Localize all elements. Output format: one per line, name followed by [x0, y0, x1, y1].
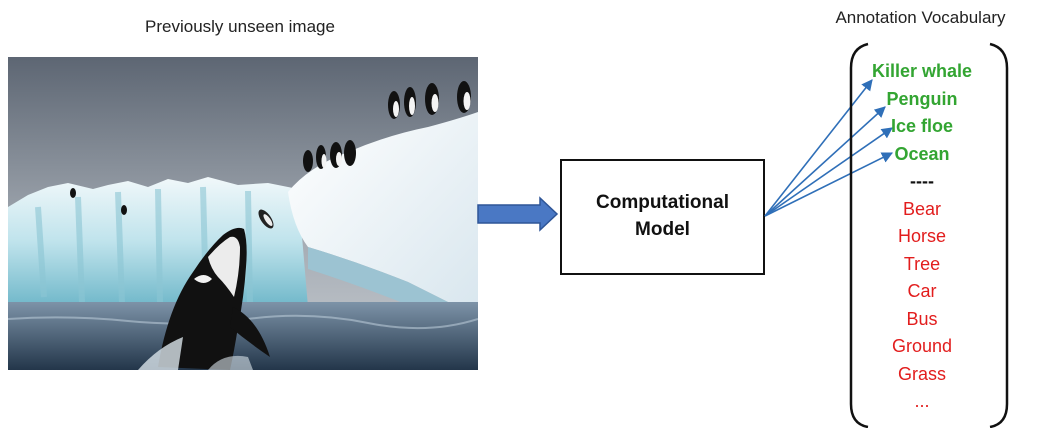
computational-model-box: Computational Model [560, 159, 765, 275]
vocab-item-positive: Ice floe [890, 116, 954, 136]
vocab-item-negative: ... [914, 391, 930, 411]
vocabulary-caption: Annotation Vocabulary [835, 8, 1006, 27]
vocab-item-negative: Car [907, 281, 937, 301]
image-caption: Previously unseen image [145, 17, 335, 36]
orca-and-penguins-photo-icon [8, 57, 478, 370]
vocabulary-bracket-right [989, 42, 1009, 428]
vocab-item-positive: Killer whale [871, 61, 973, 81]
vocab-separator: ---- [910, 171, 934, 191]
vocab-item-negative: Grass [897, 363, 946, 384]
input-photo [8, 57, 478, 370]
vocab-item-negative: Bear [902, 198, 942, 219]
input-arrow-icon [477, 196, 559, 232]
vocab-item-positive: Penguin [886, 88, 958, 109]
vocab-item-positive: Ocean [894, 143, 950, 164]
annotation-vocabulary-list: Killer whale Penguin Ice floe Ocean ----… [852, 58, 992, 416]
vocab-item-negative: Horse [897, 226, 946, 246]
model-label-line1: Computational [596, 192, 729, 214]
vocab-item-negative: Ground [891, 336, 953, 356]
vocab-item-negative: Tree [903, 253, 941, 274]
vocab-item-negative: Bus [906, 308, 938, 329]
model-label-line2: Model [635, 219, 690, 240]
